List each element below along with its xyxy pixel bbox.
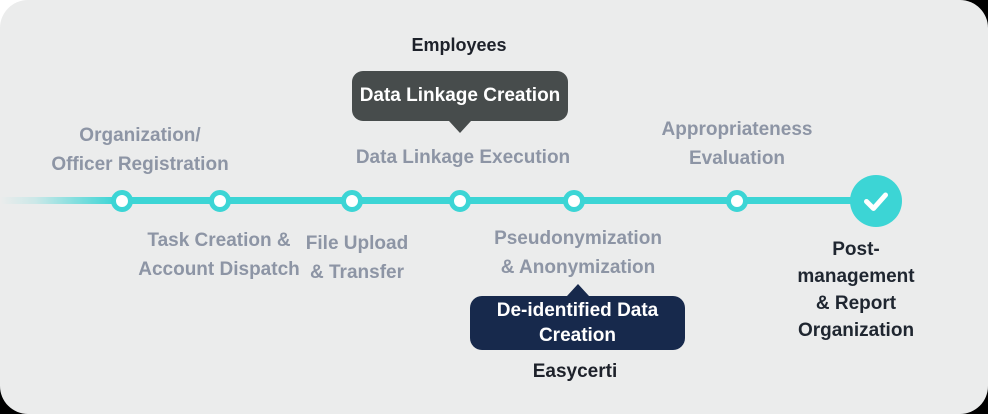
timeline-node-organization [111, 190, 133, 212]
tooltip-data-linkage-creation: Data Linkage Creation [352, 71, 568, 121]
step-label-pseudonymization: Pseudonymization & Anonymization [494, 228, 662, 278]
timeline-node-file [341, 190, 363, 212]
timeline-node-task [209, 190, 231, 212]
completion-node [850, 175, 902, 227]
check-icon [864, 192, 888, 211]
timeline-rail [0, 197, 876, 204]
timeline-node-appropriateness [726, 190, 748, 212]
step-label-file-upload: File Upload & Transfer [305, 233, 409, 283]
step-label-organization-registration: Organization/ Officer Registration [51, 125, 229, 175]
step-label-appropriateness: Appropriateness Evaluation [661, 119, 813, 169]
timeline-node-execution [449, 190, 471, 212]
step-label-task-creation: Task Creation & Account Dispatch [138, 230, 300, 280]
tooltip-deidentified-data-creation: De-identified Data Creation [470, 296, 685, 350]
step-label-post-management: Post-management & Report Organization [797, 239, 915, 341]
actor-label-easycerti: Easycerti [532, 361, 618, 382]
timeline-node-pseudonymization [563, 190, 585, 212]
step-label-data-linkage-execution: Data Linkage Execution [355, 147, 571, 168]
actor-label-employees: Employees [411, 35, 507, 55]
